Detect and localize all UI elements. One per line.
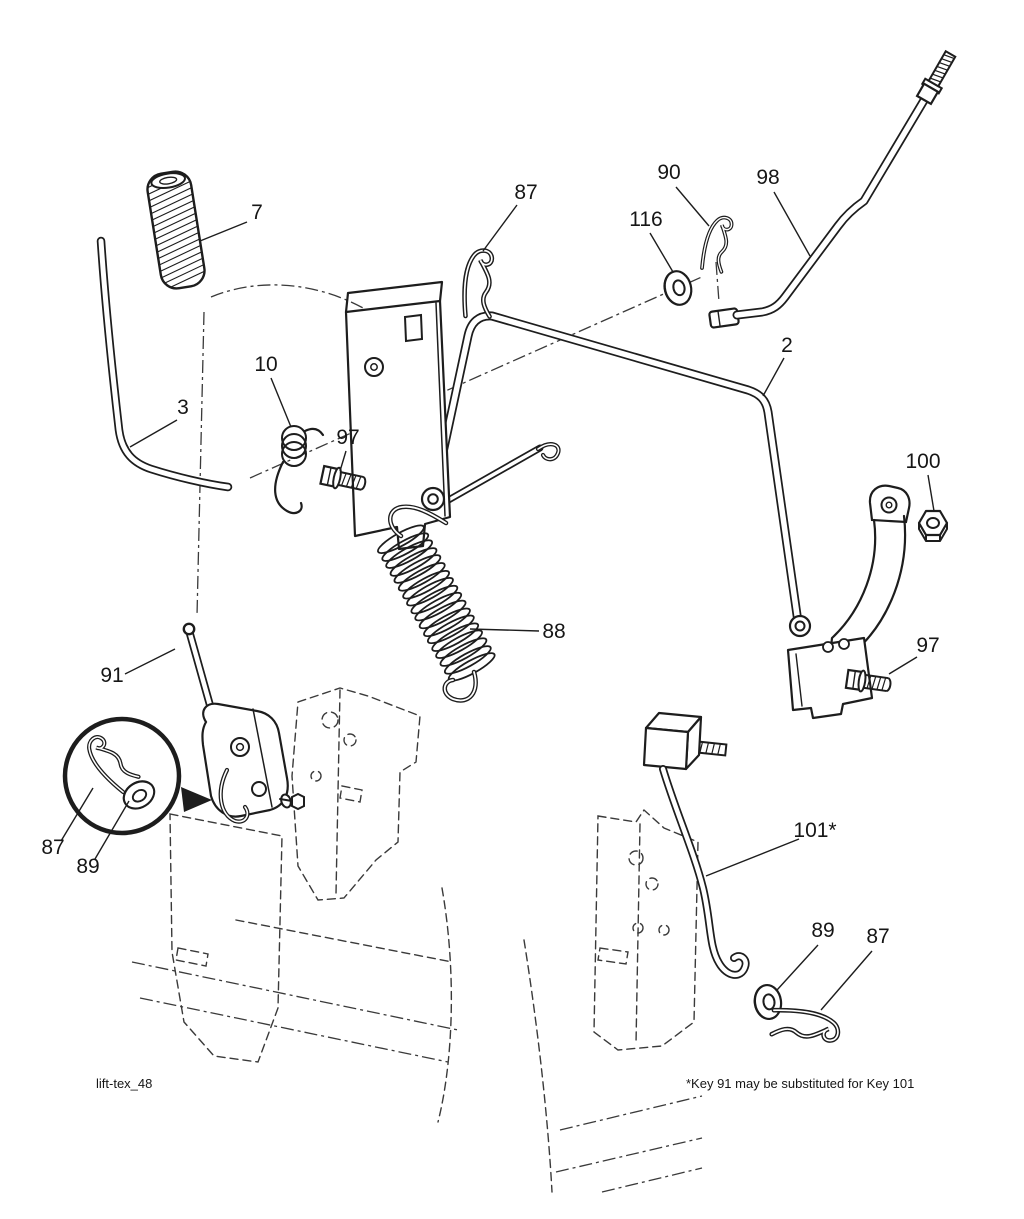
callout-7: 7 xyxy=(251,201,263,224)
callout-97-left: 97 xyxy=(336,426,359,449)
callout-91: 91 xyxy=(100,664,123,687)
lift-lever-link-91 xyxy=(182,622,305,824)
actuator-block-101 xyxy=(642,711,750,979)
ghost-chassis-right xyxy=(523,939,703,1193)
threaded-end xyxy=(915,49,957,106)
lift-shaft-rod-2 xyxy=(428,311,803,627)
callout-89-inset: 89 xyxy=(76,855,99,878)
lift-link-rod-98 xyxy=(708,49,957,329)
hairpin-clip-90 xyxy=(697,212,738,276)
handle-grip-7 xyxy=(145,169,207,291)
callout-89-bottom: 89 xyxy=(811,919,834,942)
footnote: *Key 91 may be substituted for Key 101 xyxy=(686,1076,914,1091)
hairpin-clip-87-top xyxy=(462,249,497,319)
lift-lever-rod-3 xyxy=(96,236,233,492)
callout-97-right: 97 xyxy=(916,634,939,657)
callout-87-top: 87 xyxy=(514,181,537,204)
hairpin-clip-87-bottom xyxy=(770,1006,841,1045)
callout-labels: 7 87 116 90 98 2 10 3 97 100 88 97 91 87… xyxy=(41,161,940,948)
callout-101: 101* xyxy=(793,819,836,842)
assembly-centerlines xyxy=(196,261,720,617)
ghost-deck-bracket-right xyxy=(593,808,699,1051)
drawing-id: lift-tex_48 xyxy=(96,1076,152,1091)
leader-lines xyxy=(60,186,935,1011)
detail-arrow-icon xyxy=(181,787,212,812)
callout-116: 116 xyxy=(629,208,662,231)
callout-90: 90 xyxy=(657,161,680,184)
callout-88: 88 xyxy=(542,620,565,643)
torsion-spring-10 xyxy=(274,425,325,515)
mounting-bracket xyxy=(344,280,452,551)
callout-3: 3 xyxy=(177,396,189,419)
callout-87-inset: 87 xyxy=(41,836,64,859)
detail-inset xyxy=(62,716,212,836)
callout-98: 98 xyxy=(756,166,779,189)
right-lift-bracket xyxy=(786,484,911,720)
callout-100: 100 xyxy=(905,450,940,473)
ghost-chassis-left xyxy=(131,813,459,1123)
callout-87-bottom: 87 xyxy=(866,925,889,948)
callout-2: 2 xyxy=(781,334,793,357)
nut-100 xyxy=(917,509,949,542)
callout-10: 10 xyxy=(254,353,277,376)
washer-116 xyxy=(659,267,696,309)
extension-spring-88 xyxy=(377,504,496,703)
ghost-deck-bracket-left xyxy=(291,687,421,901)
